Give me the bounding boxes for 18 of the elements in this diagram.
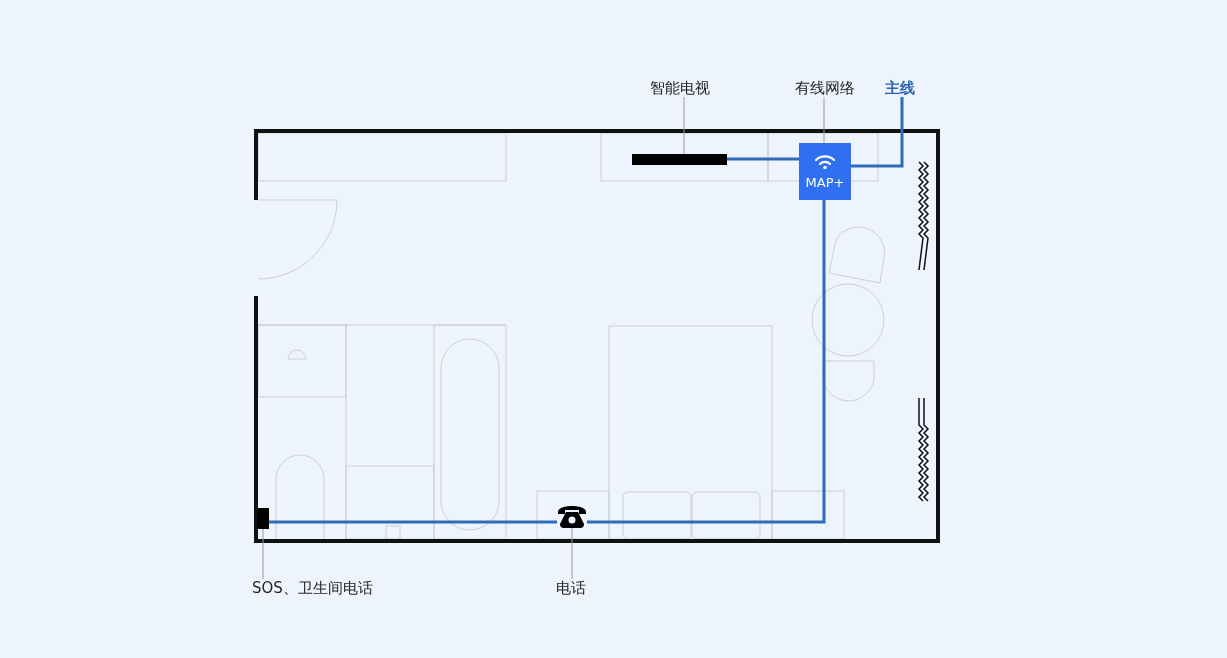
cable-line xyxy=(727,157,799,161)
leader-line xyxy=(823,96,825,144)
cable-line xyxy=(269,520,557,524)
leader-line xyxy=(571,527,573,580)
main-line-label: 主线 xyxy=(885,79,915,97)
device-label: 有线网络 xyxy=(795,79,855,97)
leader-line xyxy=(683,96,685,155)
device-label: 智能电视 xyxy=(650,79,710,97)
access-point-box xyxy=(799,143,851,200)
tv-bar xyxy=(632,154,727,165)
cable-line xyxy=(851,97,904,168)
leader-line xyxy=(262,528,264,580)
device-label: MAP+ xyxy=(805,174,845,192)
device-label: SOS、卫生间电话 xyxy=(252,579,373,597)
device-label: 电话 xyxy=(556,579,586,597)
cable-line xyxy=(587,200,826,524)
telephone-icon xyxy=(557,503,587,528)
sos-phone-bar xyxy=(257,508,269,529)
